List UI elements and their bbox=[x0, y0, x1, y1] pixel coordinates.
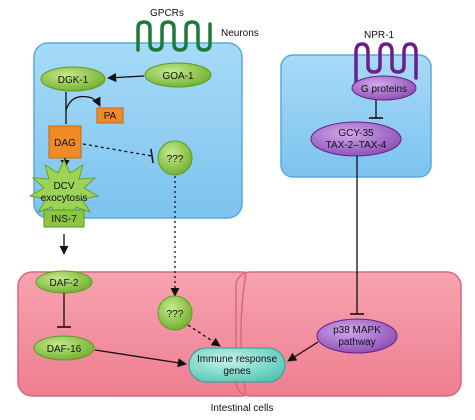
goa1-label: GOA-1 bbox=[162, 71, 194, 82]
unknown-neuron-label: ??? bbox=[167, 154, 184, 165]
arrow-daf16-to-immune bbox=[94, 349, 187, 368]
intestinal-cells-label: Intestinal cells bbox=[211, 403, 274, 414]
daf2-label: DAF-2 bbox=[50, 278, 79, 289]
unknown-neuron-node bbox=[157, 140, 193, 176]
immune-label-line2: genes bbox=[223, 366, 250, 377]
dcv-label-line1: DCV bbox=[53, 181, 74, 192]
goa1-node bbox=[144, 62, 212, 88]
dag-node bbox=[48, 125, 82, 159]
dcv-label-line2: exocytosis bbox=[41, 193, 88, 204]
dgk1-node bbox=[40, 66, 106, 92]
dcv-exocytosis-burst-icon bbox=[28, 158, 100, 222]
gpcr-receptor-icon bbox=[136, 20, 212, 52]
arrow-p38-to-immune bbox=[287, 341, 319, 362]
dgk1-label: DGK-1 bbox=[58, 75, 89, 86]
gcy35-tax-node bbox=[310, 121, 402, 157]
arrow-goa1-to-dgk1 bbox=[107, 73, 145, 83]
ins7-node bbox=[43, 209, 85, 228]
inhibit-bar-dag bbox=[150, 148, 154, 164]
arrow-dag-to-pa bbox=[65, 95, 101, 111]
ins7-label: INS-7 bbox=[51, 214, 77, 225]
g-proteins-node bbox=[351, 75, 417, 101]
immune-response-genes-node bbox=[188, 347, 286, 383]
neurons-label: Neurons bbox=[221, 28, 259, 39]
gcy35-label-line2: TAX-2–TAX-4 bbox=[326, 140, 387, 151]
daf16-label: DAF-16 bbox=[47, 344, 82, 355]
p38-mapk-node bbox=[316, 318, 398, 354]
p38-label-line1: p38 MAPK bbox=[333, 325, 381, 336]
npr1-label: NPR-1 bbox=[364, 30, 394, 41]
pa-label: PA bbox=[104, 111, 117, 122]
pa-node bbox=[96, 107, 124, 124]
dag-label: DAG bbox=[54, 138, 76, 149]
gcy35-label-line1: GCY-35 bbox=[338, 128, 374, 139]
daf16-node bbox=[33, 335, 95, 361]
gpcrs-label: GPCRs bbox=[150, 8, 184, 19]
arrow-unknown-intestine-to-immune bbox=[187, 324, 221, 347]
npr1-receptor-icon bbox=[354, 42, 418, 84]
g-proteins-label: G proteins bbox=[361, 84, 407, 95]
p38-label-line2: pathway bbox=[338, 337, 375, 348]
unknown-intestine-label: ??? bbox=[167, 309, 184, 320]
unknown-intestine-node bbox=[157, 295, 193, 331]
immune-label-line1: Immune response bbox=[197, 354, 277, 365]
